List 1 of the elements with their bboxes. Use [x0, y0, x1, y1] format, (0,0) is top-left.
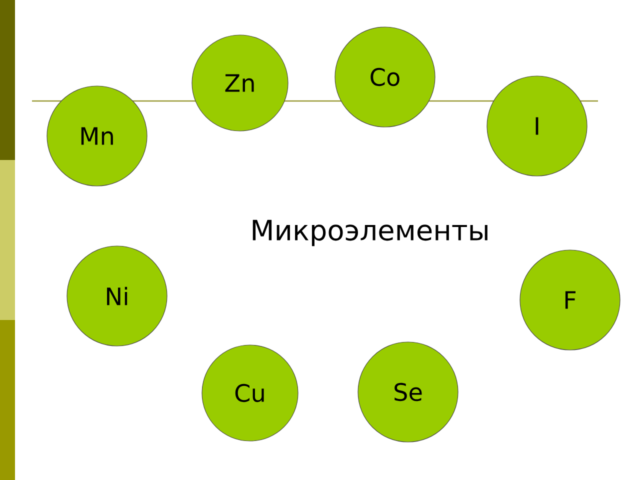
title-text: Микроэлементы	[252, 220, 488, 246]
